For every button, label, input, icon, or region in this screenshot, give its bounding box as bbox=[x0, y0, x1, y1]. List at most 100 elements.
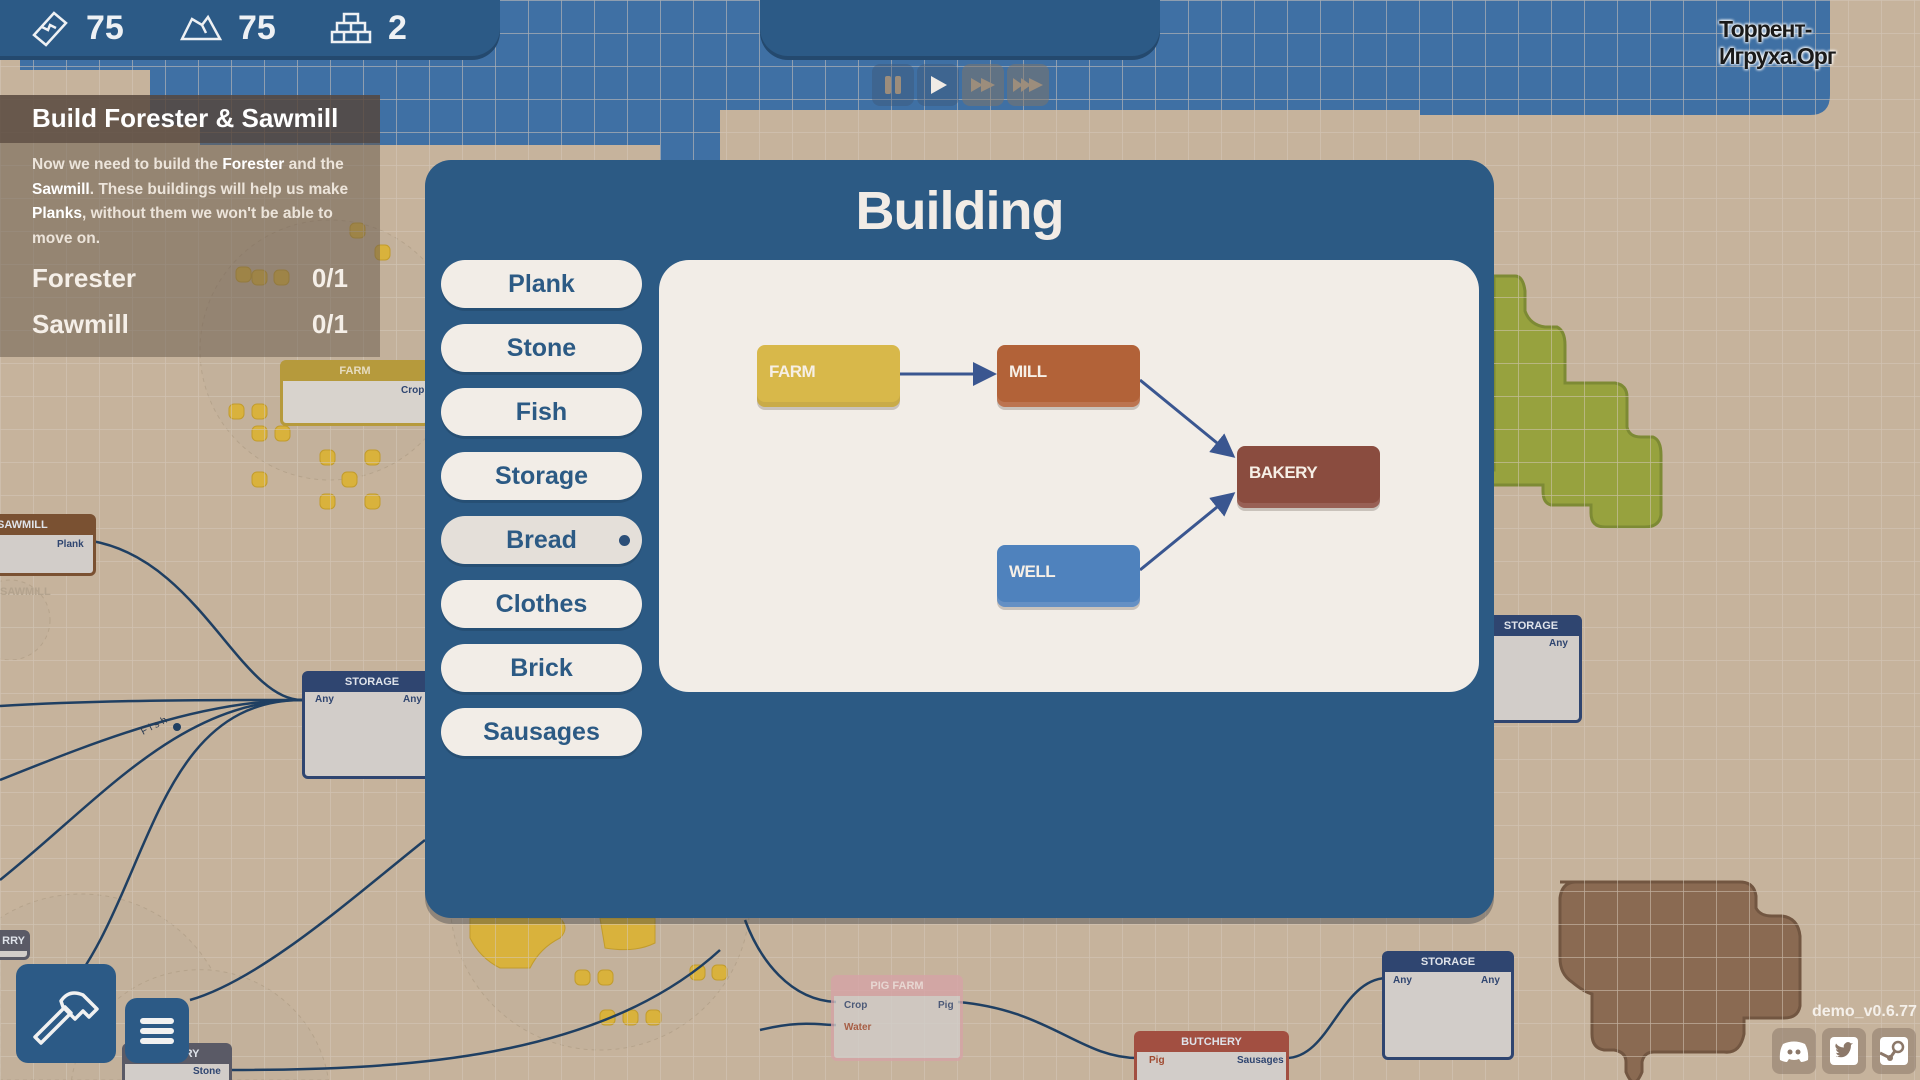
text: Stone bbox=[506, 333, 577, 362]
brick-count: 2 bbox=[388, 8, 407, 47]
farm-node-title: FARM bbox=[283, 363, 427, 381]
build-button[interactable] bbox=[16, 964, 116, 1063]
storage-node-title: STORAGE bbox=[1483, 618, 1579, 636]
category-sausages[interactable]: Sausages bbox=[441, 708, 642, 756]
fastest-forward-icon bbox=[1013, 78, 1043, 92]
top-center-bar bbox=[760, 0, 1160, 56]
play-icon bbox=[931, 76, 947, 94]
diagram-node-bakery[interactable]: BAKERY bbox=[1237, 446, 1380, 503]
pig-farm-node-title: PIG FARM bbox=[834, 978, 960, 996]
diagram-edges bbox=[900, 362, 1236, 572]
sawmill-output-plank[interactable]: Plank bbox=[57, 539, 84, 550]
storage-node-left[interactable]: STORAGE Any Any bbox=[302, 671, 442, 779]
text: BAKERY bbox=[1249, 463, 1318, 482]
storage-node-title: STORAGE bbox=[1385, 954, 1511, 972]
dialog-title: Building bbox=[855, 181, 1065, 241]
resource-stone: 75 bbox=[180, 9, 330, 48]
pause-button[interactable] bbox=[872, 64, 914, 106]
diagram-node-farm[interactable]: FARM bbox=[757, 345, 900, 402]
steam-icon bbox=[1880, 1037, 1908, 1065]
resource-plank: 75 bbox=[30, 9, 180, 48]
steam-button[interactable] bbox=[1872, 1028, 1916, 1074]
stone-count: 75 bbox=[238, 8, 276, 47]
sawmill-ghost-label: SAWMILL bbox=[0, 586, 51, 598]
text: Fish bbox=[515, 397, 568, 426]
storage-output-any[interactable]: Any bbox=[1481, 975, 1500, 986]
text: Sawmill bbox=[32, 308, 129, 339]
diagram-node-well[interactable]: WELL bbox=[997, 545, 1140, 602]
text: Brick bbox=[510, 653, 573, 682]
text: and the bbox=[284, 156, 344, 173]
category-storage[interactable]: Storage bbox=[441, 452, 642, 500]
plank-icon bbox=[32, 11, 68, 47]
butchery-node[interactable]: BUTCHERY Pig Sausages bbox=[1134, 1031, 1289, 1080]
stone-icon bbox=[180, 14, 222, 41]
text: WELL bbox=[1009, 562, 1056, 581]
storage-output-any[interactable]: Any bbox=[1549, 638, 1568, 649]
sawmill-node[interactable]: SAWMILL Plank bbox=[0, 514, 96, 576]
storage-input-any[interactable]: Any bbox=[1393, 975, 1412, 986]
text: Bread bbox=[506, 525, 577, 554]
text: Forester bbox=[32, 262, 137, 293]
diagram-node-mill[interactable]: MILL bbox=[997, 345, 1140, 402]
farm-node[interactable]: FARM Crop bbox=[280, 360, 430, 426]
brick-icon bbox=[330, 12, 372, 44]
resource-brick: 2 bbox=[330, 9, 480, 48]
category-fish[interactable]: Fish bbox=[441, 388, 642, 436]
storage-node-right[interactable]: STORAGE Any bbox=[1480, 615, 1582, 723]
pig-farm-output-pig[interactable]: Pig bbox=[938, 1000, 954, 1011]
text: Sausages bbox=[483, 717, 600, 746]
text: FARM bbox=[769, 362, 816, 381]
task-progress: 0/1 bbox=[311, 262, 348, 293]
category-brick[interactable]: Brick bbox=[441, 644, 642, 692]
text: Clothes bbox=[495, 589, 588, 618]
pause-icon bbox=[885, 76, 901, 94]
storage-node-bottom[interactable]: STORAGE Any Any bbox=[1382, 951, 1514, 1060]
text: Plank bbox=[508, 269, 575, 298]
text: Forester bbox=[222, 156, 285, 173]
quest-task-sawmill: Sawmill 0/1 bbox=[0, 301, 380, 347]
twitter-icon bbox=[1830, 1037, 1858, 1065]
plank-count: 75 bbox=[86, 8, 124, 47]
quarry-output-stone[interactable]: Stone bbox=[193, 1066, 221, 1077]
quest-task-forester: Forester 0/1 bbox=[0, 255, 380, 301]
text: Now we need to build the bbox=[32, 156, 223, 173]
edge-well-bakery bbox=[1139, 492, 1236, 572]
text: Planks bbox=[32, 205, 82, 222]
menu-icon bbox=[140, 1017, 174, 1044]
edge-mill-bakery bbox=[1139, 378, 1236, 458]
text: , without them we won't be able to move … bbox=[32, 205, 333, 247]
butchery-node-title: BUTCHERY bbox=[1137, 1034, 1286, 1052]
category-stone[interactable]: Stone bbox=[441, 324, 642, 372]
pig-farm-input-crop[interactable]: Crop bbox=[844, 1000, 868, 1011]
play-button[interactable] bbox=[917, 64, 959, 106]
quest-title: Build Forester & Sawmill bbox=[0, 95, 380, 143]
fastest-forward-button[interactable] bbox=[1007, 64, 1049, 106]
text: . These buildings will help us make bbox=[89, 180, 349, 198]
category-bread[interactable]: Bread bbox=[441, 516, 642, 564]
butchery-input-pig[interactable]: Pig bbox=[1149, 1055, 1165, 1066]
quarry-node-title: RRY bbox=[0, 933, 27, 951]
resource-bar: 75 75 2 bbox=[0, 0, 500, 56]
storage-output-any[interactable]: Any bbox=[403, 694, 422, 705]
building-dialog: Building Plank Stone Fish Storage Bread … bbox=[425, 160, 1494, 918]
fast-forward-button[interactable] bbox=[962, 64, 1004, 106]
task-progress: 0/1 bbox=[311, 308, 348, 339]
quest-panel: Build Forester & Sawmill Now we need to … bbox=[0, 95, 380, 357]
butchery-output-sausages[interactable]: Sausages bbox=[1237, 1055, 1284, 1066]
sawmill-node-title: SAWMILL bbox=[0, 517, 93, 535]
twitter-button[interactable] bbox=[1822, 1028, 1866, 1074]
storage-input-any[interactable]: Any bbox=[315, 694, 334, 705]
quarry-node-left[interactable]: RRY bbox=[0, 930, 30, 960]
quest-description: Now we need to build the Forester and th… bbox=[0, 143, 380, 251]
discord-button[interactable] bbox=[1772, 1028, 1816, 1074]
discord-icon bbox=[1779, 1041, 1809, 1062]
hammer-icon bbox=[33, 990, 99, 1045]
category-plank[interactable]: Plank bbox=[441, 260, 642, 308]
menu-button[interactable] bbox=[125, 998, 189, 1063]
pig-farm-input-water[interactable]: Water bbox=[844, 1022, 872, 1033]
pig-farm-node[interactable]: PIG FARM Crop Water Pig bbox=[831, 975, 963, 1061]
farm-output-crop[interactable]: Crop bbox=[401, 385, 425, 396]
text: Storage bbox=[494, 461, 589, 490]
category-clothes[interactable]: Clothes bbox=[441, 580, 642, 628]
